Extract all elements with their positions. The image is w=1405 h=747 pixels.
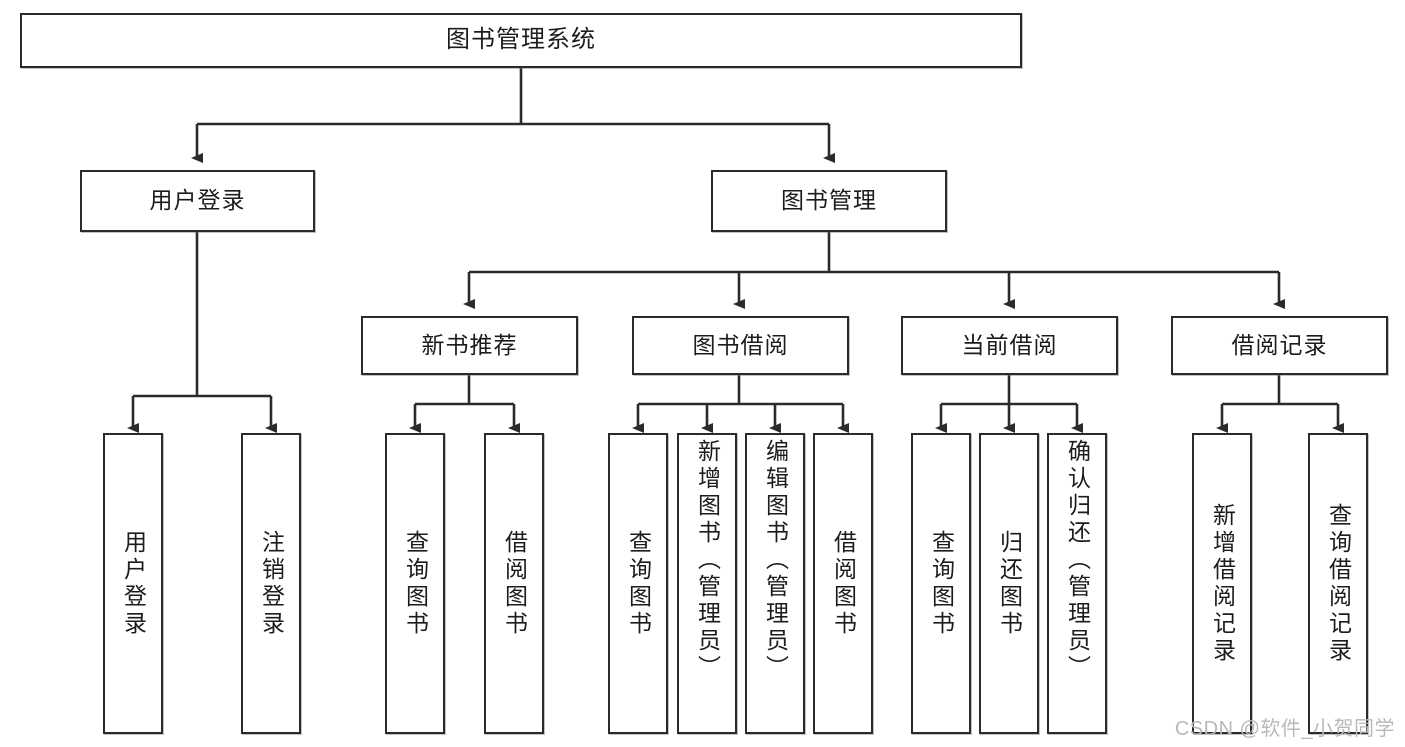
leaf-user-login-label: 用户登录 [120, 529, 147, 638]
node-new-book-recommend-label: 新书推荐 [421, 331, 518, 358]
node-book-borrow-label: 图书借阅 [692, 331, 789, 358]
leaf-query-record[interactable]: 查询借阅记录 [1308, 433, 1368, 734]
leaf-query-book-3[interactable]: 查询图书 [911, 433, 971, 734]
node-root-label: 图书管理系统 [446, 26, 596, 54]
node-current-borrow-label: 当前借阅 [961, 331, 1058, 358]
csdn-watermark: CSDN @软件_小贺同学 [1174, 718, 1395, 740]
node-root-system[interactable]: 图书管理系统 [20, 13, 1022, 68]
node-current-borrow[interactable]: 当前借阅 [901, 316, 1118, 375]
node-book-borrow[interactable]: 图书借阅 [632, 316, 849, 375]
node-book-management-label: 图书管理 [781, 187, 877, 214]
leaf-logout-login-label: 注销登录 [258, 529, 285, 638]
node-book-management[interactable]: 图书管理 [711, 170, 947, 232]
leaf-borrow-book-2[interactable]: 借阅图书 [813, 433, 873, 734]
node-borrow-record-label: 借阅记录 [1231, 331, 1328, 358]
node-user-login[interactable]: 用户登录 [80, 170, 315, 232]
leaf-borrow-book-1-label: 借阅图书 [501, 529, 528, 638]
leaf-add-record[interactable]: 新增借阅记录 [1192, 433, 1252, 734]
leaf-return-book[interactable]: 归还图书 [979, 433, 1039, 734]
leaf-borrow-book-2-label: 借阅图书 [830, 529, 857, 638]
leaf-edit-book-label: 编辑图书（管理员） [762, 439, 789, 682]
leaf-add-record-label: 新增借阅记录 [1209, 502, 1236, 665]
node-borrow-record[interactable]: 借阅记录 [1171, 316, 1388, 375]
leaf-confirm-return[interactable]: 确认归还（管理员） [1047, 433, 1107, 734]
leaf-borrow-book-1[interactable]: 借阅图书 [484, 433, 544, 734]
leaf-query-book-2[interactable]: 查询图书 [608, 433, 668, 734]
leaf-add-book-label: 新增图书（管理员） [694, 439, 721, 682]
leaf-user-login[interactable]: 用户登录 [103, 433, 163, 734]
node-new-book-recommend[interactable]: 新书推荐 [361, 316, 578, 375]
leaf-query-book-1[interactable]: 查询图书 [385, 433, 445, 734]
leaf-confirm-return-label: 确认归还（管理员） [1064, 439, 1091, 682]
leaf-return-book-label: 归还图书 [996, 529, 1023, 638]
leaf-add-book[interactable]: 新增图书（管理员） [677, 433, 737, 734]
leaf-logout-login[interactable]: 注销登录 [241, 433, 301, 734]
leaf-query-book-3-label: 查询图书 [928, 529, 955, 638]
leaf-query-book-1-label: 查询图书 [402, 529, 429, 638]
leaf-edit-book[interactable]: 编辑图书（管理员） [745, 433, 805, 734]
leaf-query-book-2-label: 查询图书 [625, 529, 652, 638]
node-user-login-label: 用户登录 [149, 187, 246, 214]
leaf-query-record-label: 查询借阅记录 [1325, 502, 1352, 665]
